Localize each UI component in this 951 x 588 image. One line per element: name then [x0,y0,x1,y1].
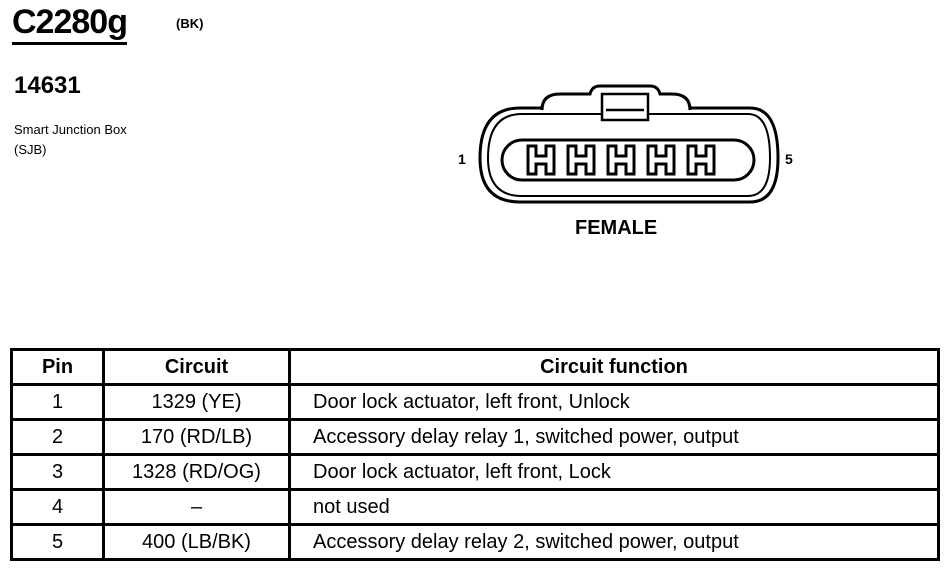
cell-function: not used [288,488,940,526]
cell-function: Accessory delay relay 1, switched power,… [288,418,940,456]
pin-cavity [686,144,716,176]
header-circuit-function: Circuit function [288,348,940,386]
cell-pin: 1 [10,383,105,421]
connector-latch-inner [600,92,650,122]
cell-function: Accessory delay relay 2, switched power,… [288,523,940,561]
connector-housing-inner-outline [486,113,772,197]
component-description: Smart Junction Box [14,122,127,137]
cell-pin: 3 [10,453,105,491]
cell-circuit: – [102,488,291,526]
cell-circuit: 170 (RD/LB) [102,418,291,456]
table-row: 1 1329 (YE) Door lock actuator, left fro… [10,383,940,421]
connector-color-code: (BK) [176,16,204,31]
pin-cavity [646,144,676,176]
pinout-table: Pin Circuit Circuit function 1 1329 (YE)… [10,348,940,561]
cell-circuit: 1329 (YE) [102,383,291,421]
header-circuit: Circuit [102,348,291,386]
cell-circuit: 1328 (RD/OG) [102,453,291,491]
pin-first-label: 1 [458,151,466,167]
table-row: 2 170 (RD/LB) Accessory delay relay 1, s… [10,418,940,456]
cell-circuit: 400 (LB/BK) [102,523,291,561]
table-row: 3 1328 (RD/OG) Door lock actuator, left … [10,453,940,491]
cell-pin: 4 [10,488,105,526]
pin-cavity [566,144,596,176]
connector-gender: FEMALE [575,217,658,239]
connector-housing-outline [478,106,780,204]
component-abbreviation: (SJB) [14,142,47,157]
pin-last-label: 5 [785,151,793,167]
pin-cavity [606,144,636,176]
pin-cavity [526,144,556,176]
connector-face-diagram [478,84,780,204]
table-header-row: Pin Circuit Circuit function [10,348,940,386]
header-pin: Pin [10,348,105,386]
part-number: 14631 [14,72,81,99]
cell-pin: 2 [10,418,105,456]
cell-function: Door lock actuator, left front, Unlock [288,383,940,421]
connector-id: C2280g [12,2,128,45]
cell-pin: 5 [10,523,105,561]
cell-function: Door lock actuator, left front, Lock [288,453,940,491]
table-row: 4 – not used [10,488,940,526]
cavity-group [526,144,716,176]
table-row: 5 400 (LB/BK) Accessory delay relay 2, s… [10,523,940,561]
